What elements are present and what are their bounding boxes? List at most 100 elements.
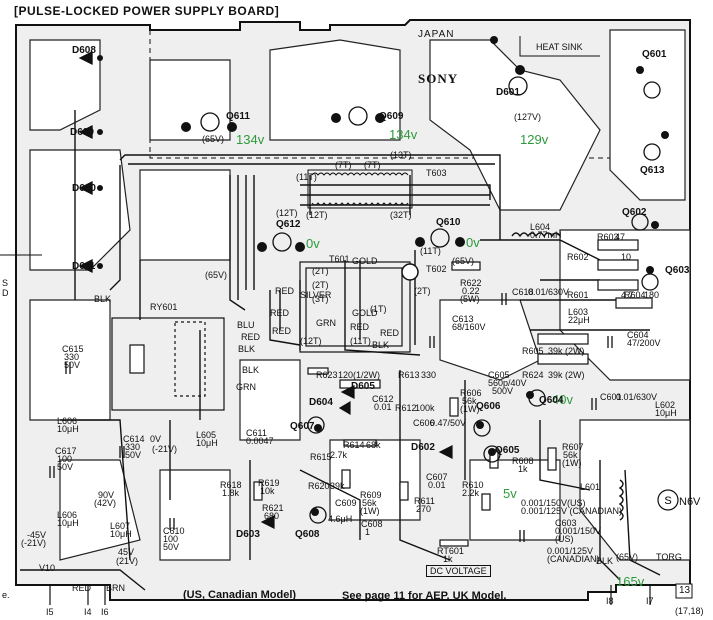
q603-label: Q603 xyxy=(665,265,690,276)
r613-value: 330 xyxy=(421,370,437,380)
r615-value: 2.7k xyxy=(330,450,348,460)
q604-label: Q604 xyxy=(539,395,564,406)
c612-label: C612 xyxy=(372,394,394,404)
c617-label: C617 xyxy=(55,446,77,456)
r624-label: R624 xyxy=(522,370,544,380)
r618-label: R618 xyxy=(220,480,242,490)
wire-label: TORG xyxy=(656,552,682,562)
c603-label: C603 xyxy=(555,518,577,528)
page-ref: 13 xyxy=(679,585,691,596)
r609-power: (1W) xyxy=(360,506,380,516)
r623-value: 120(1/2W) xyxy=(338,370,381,380)
transformer-t601 xyxy=(299,261,411,353)
voltage-label: (65V) xyxy=(616,552,639,562)
r602-value: 10 xyxy=(621,252,632,262)
c610-label: C610 xyxy=(163,526,185,536)
winding-label: (1T) xyxy=(370,304,387,314)
d603-label: D603 xyxy=(236,529,260,540)
wire-label: SILVER xyxy=(300,290,332,300)
r601-label: R601 xyxy=(567,290,589,300)
connector-label: I5 xyxy=(46,607,54,617)
wire-label: BLK xyxy=(372,340,390,350)
r603-value: 47 xyxy=(615,232,626,242)
winding-label: (2T) xyxy=(312,280,329,290)
c603-line6: (CANADIAN) xyxy=(547,554,600,564)
r614-value: 68k xyxy=(366,440,381,450)
wire-label: GRN xyxy=(236,382,256,392)
c609-value: 4.6μH xyxy=(328,514,353,524)
c611-value: 0.0047 xyxy=(246,436,274,446)
c601-value: 0.01/630V xyxy=(616,392,658,402)
wire-label: BLK xyxy=(596,556,614,566)
c617-value: 100 xyxy=(57,454,73,464)
d601-label: D601 xyxy=(496,87,520,98)
ry601-label: RY601 xyxy=(150,302,178,312)
voltage-label: (-21V) xyxy=(152,444,178,454)
r608-value: 1k xyxy=(518,464,528,474)
transistor-symbols xyxy=(200,76,661,524)
r607-power: (1W) xyxy=(562,458,582,468)
r624-value: 39k (2W) xyxy=(548,370,585,380)
connector-label: S xyxy=(2,278,9,288)
c605-voltage: 500V xyxy=(492,386,514,396)
r620-value: 39k xyxy=(330,481,345,491)
d605-label: D605 xyxy=(351,381,375,392)
r623-label: R623 xyxy=(316,370,338,380)
r621-label: R621 xyxy=(262,503,284,513)
voltage-label: 45V xyxy=(118,547,135,557)
winding-label: (12T) xyxy=(300,336,322,346)
heat-sink-label: HEAT SINK xyxy=(536,42,583,52)
c605-label: C605 xyxy=(488,370,510,380)
q606-label: Q606 xyxy=(476,401,501,412)
r613-label: R613 xyxy=(398,370,420,380)
l606-value-b: 10μH xyxy=(57,518,79,528)
n6v-label: N6V xyxy=(679,496,701,508)
l607-label: L607 xyxy=(110,521,131,531)
voltage-label: (21V) xyxy=(116,556,139,566)
r612-label: R612 xyxy=(395,403,417,413)
model-note: (US, Canadian Model) xyxy=(183,589,297,601)
winding-label: (32T) xyxy=(390,210,412,220)
relay-ry601 xyxy=(111,317,225,411)
voltage-annotation: 134v xyxy=(236,132,265,147)
voltage-label: (-21V) xyxy=(21,538,47,548)
voltage-label: (42V) xyxy=(94,498,117,508)
r618-value: 1.8k xyxy=(222,488,240,498)
r611-value: 270 xyxy=(416,504,432,514)
c608-label: C608 xyxy=(361,519,383,529)
wire-label: RED xyxy=(380,328,400,338)
r609-value: 56k xyxy=(362,498,377,508)
c613-label: C613 xyxy=(452,314,474,324)
d608-label: D608 xyxy=(72,45,96,56)
r615-label: R615 xyxy=(310,452,332,462)
wire-label: GOLD xyxy=(352,256,378,266)
c606-label: C606 xyxy=(413,418,435,428)
r606-power: (1W) xyxy=(460,404,480,414)
wire-label: BLU xyxy=(237,320,255,330)
t602-label: T602 xyxy=(426,264,447,274)
c607-label: C607 xyxy=(426,472,448,482)
winding-label: (7T) xyxy=(335,160,352,170)
c614-voltage: 50V xyxy=(125,450,142,460)
japan-mark: JAPAN xyxy=(418,29,455,40)
voltage-annotation: 134v xyxy=(389,127,418,142)
r610-value: 2.2k xyxy=(462,488,480,498)
voltage-annotation: 40v xyxy=(552,392,573,407)
r622-power: (5W) xyxy=(460,294,480,304)
c615-label: C615 xyxy=(62,344,84,354)
transformer-t603 xyxy=(307,169,413,209)
t601-label: T601 xyxy=(329,254,350,264)
d611-label: D611 xyxy=(72,261,96,272)
r605-value: 39k (2W) xyxy=(548,346,585,356)
d609-label: D609 xyxy=(70,127,94,138)
wire-label: RED xyxy=(241,332,261,342)
voltage-annotation: 129v xyxy=(520,132,549,147)
q607-label: Q607 xyxy=(290,421,315,432)
q613-label: Q613 xyxy=(640,165,665,176)
diode-symbols xyxy=(78,51,453,529)
q601-label: Q601 xyxy=(642,49,667,60)
board-title: [PULSE-LOCKED POWER SUPPLY BOARD] xyxy=(14,4,280,18)
voltage-annotation: 0v xyxy=(306,236,320,251)
inductor-l601 xyxy=(618,479,624,521)
c609-label: C609 xyxy=(335,498,357,508)
